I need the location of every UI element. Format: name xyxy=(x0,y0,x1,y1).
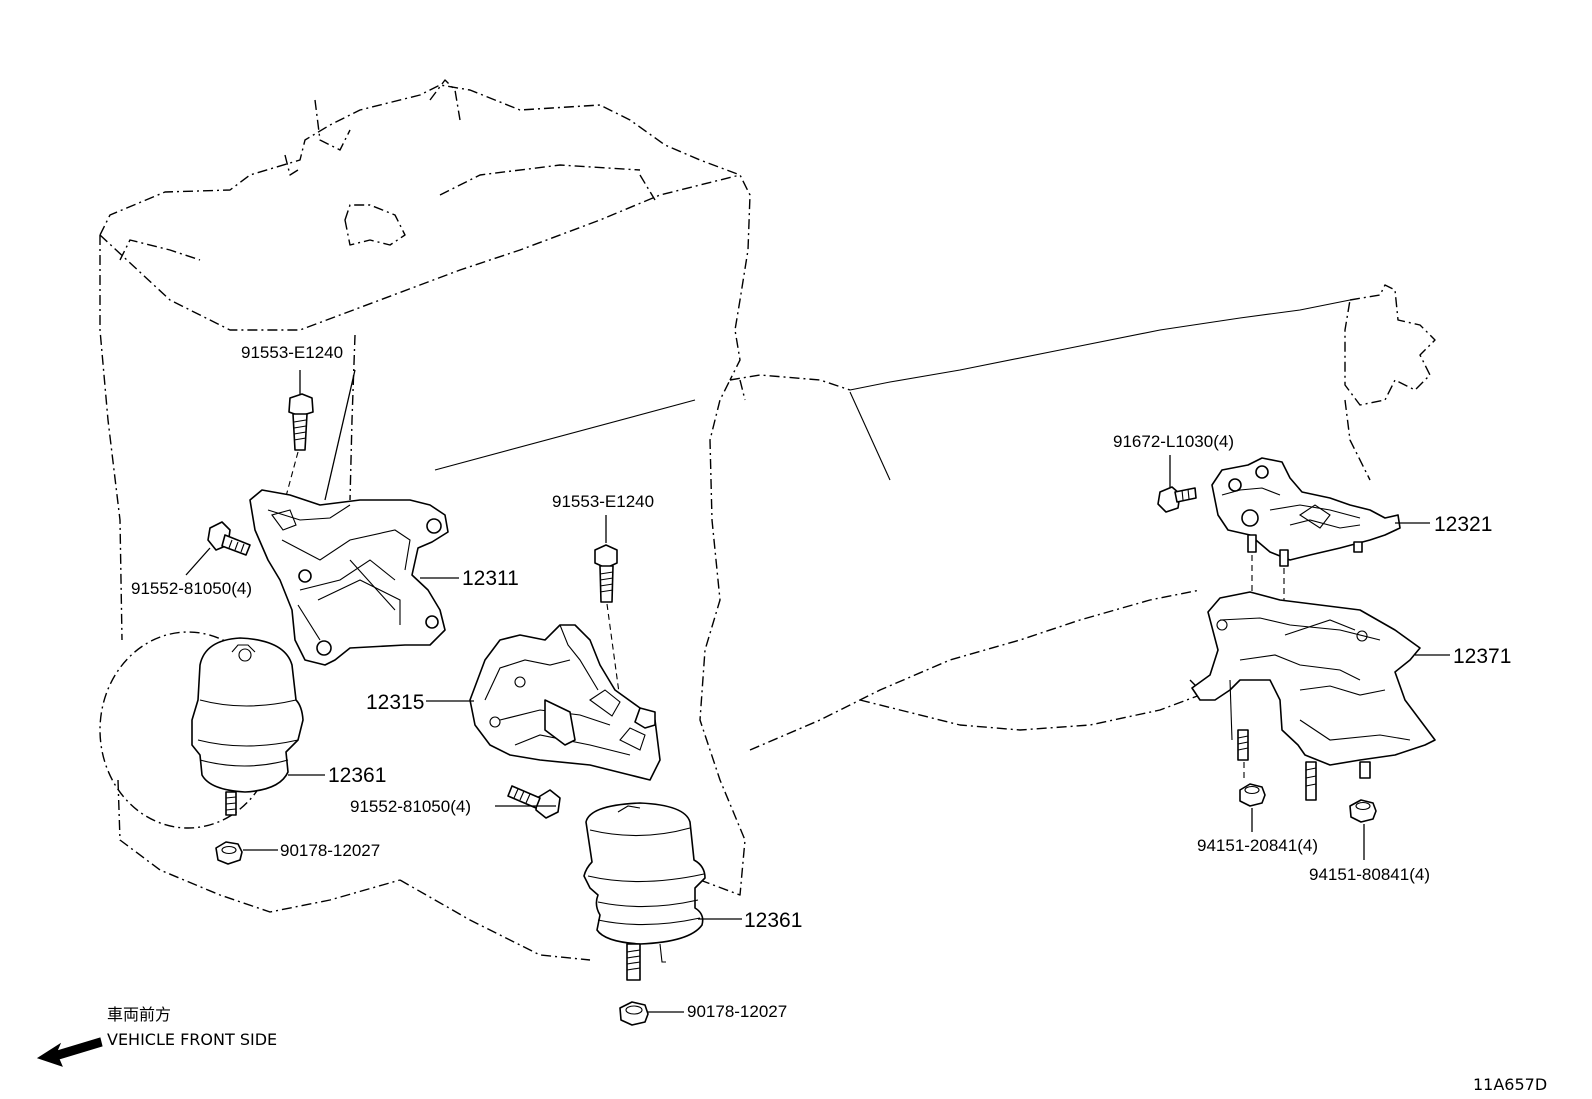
bolt-icon xyxy=(207,521,251,556)
bolt-icon xyxy=(507,785,561,819)
callout-bolt-top-left: 91553-E1240 xyxy=(241,343,343,362)
leader-lines xyxy=(185,369,1450,1013)
callout-member-12371: 12371 xyxy=(1453,645,1511,668)
engine-rear-mounting-member-12371 xyxy=(1191,591,1436,801)
callout-bolt-right-x4: 91672-L1030(4) xyxy=(1113,432,1234,451)
callout-insulator-left: 12361 xyxy=(328,764,386,787)
arrow-left-icon xyxy=(36,1037,103,1067)
callout-nut-right-b: 94151-80841(4) xyxy=(1309,865,1430,884)
callout-bolt-left-x4: 91552-81050(4) xyxy=(131,579,252,598)
nut-icon xyxy=(1349,799,1377,823)
engine-mounting-bracket-12315 xyxy=(469,624,661,781)
engine-mounting-bracket-12311 xyxy=(249,489,449,666)
callout-nut-left: 90178-12027 xyxy=(280,841,380,860)
callout-bracket-12315: 12315 xyxy=(366,691,424,714)
bolt-icon xyxy=(594,544,618,603)
callout-nut-right-a: 94151-20841(4) xyxy=(1197,836,1318,855)
engine-outline xyxy=(99,79,851,961)
callout-bracket-12311: 12311 xyxy=(462,567,519,590)
direction-label-english: VEHICLE FRONT SIDE xyxy=(107,1030,277,1049)
direction-label-japanese: 車両前方 xyxy=(107,1005,171,1024)
callout-insulator-center: 12361 xyxy=(744,909,802,932)
callout-bolt-center-top: 91553-E1240 xyxy=(552,492,654,511)
nut-icon xyxy=(1239,783,1266,807)
nut-icon xyxy=(619,1001,649,1026)
bolt-icon xyxy=(1157,486,1197,513)
hidden-line xyxy=(606,603,621,701)
engine-mounting-insulator-center xyxy=(583,802,706,981)
callout-bolt-center-x4: 91552-81050(4) xyxy=(350,797,471,816)
figure-code: 11A657D xyxy=(1473,1075,1547,1094)
bolt-icon xyxy=(288,393,314,451)
engine-mounting-insulator-rear-12321 xyxy=(1211,457,1401,567)
callout-nut-center: 90178-12027 xyxy=(687,1002,787,1021)
callout-insulator-12321: 12321 xyxy=(1434,513,1492,536)
engine-mounting-insulator-left xyxy=(99,631,304,829)
vehicle-front-direction: 車両前方 VEHICLE FRONT SIDE xyxy=(36,1005,277,1067)
hidden-line xyxy=(284,451,299,501)
nut-icon xyxy=(215,841,243,865)
